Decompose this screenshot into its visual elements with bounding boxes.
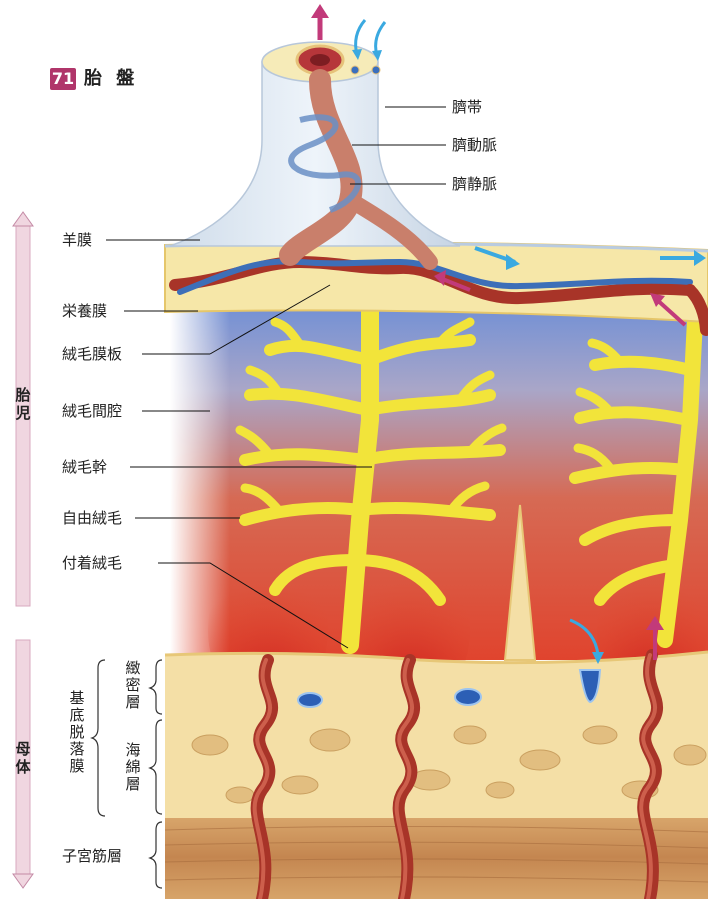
label-umbilical-cord: 臍帯 bbox=[452, 98, 482, 116]
label-fetus: 胎児 bbox=[14, 386, 32, 422]
label-decidua-basalis: 基底脱落膜 bbox=[68, 690, 86, 775]
label-compact-layer: 緻密層 bbox=[124, 660, 142, 711]
label-umbilical-artery: 臍動脈 bbox=[452, 136, 497, 154]
label-chorion: 栄養膜 bbox=[62, 302, 107, 320]
label-chorionic-plate: 絨毛膜板 bbox=[62, 345, 122, 363]
label-villous-trunk: 絨毛幹 bbox=[62, 458, 107, 476]
figure-number-badge: 71 bbox=[50, 68, 76, 90]
label-free-villi: 自由絨毛 bbox=[62, 509, 122, 527]
label-anchoring-villi: 付着絨毛 bbox=[62, 554, 122, 572]
label-mother: 母体 bbox=[14, 740, 32, 776]
label-amnion: 羊膜 bbox=[62, 231, 92, 249]
label-myometrium: 子宮筋層 bbox=[62, 847, 122, 865]
label-intervillous-space: 絨毛間腔 bbox=[62, 402, 122, 420]
label-spongy-layer: 海綿層 bbox=[124, 742, 142, 793]
label-umbilical-vein: 臍静脈 bbox=[452, 175, 497, 193]
figure-title: 胎 盤 bbox=[84, 68, 138, 90]
